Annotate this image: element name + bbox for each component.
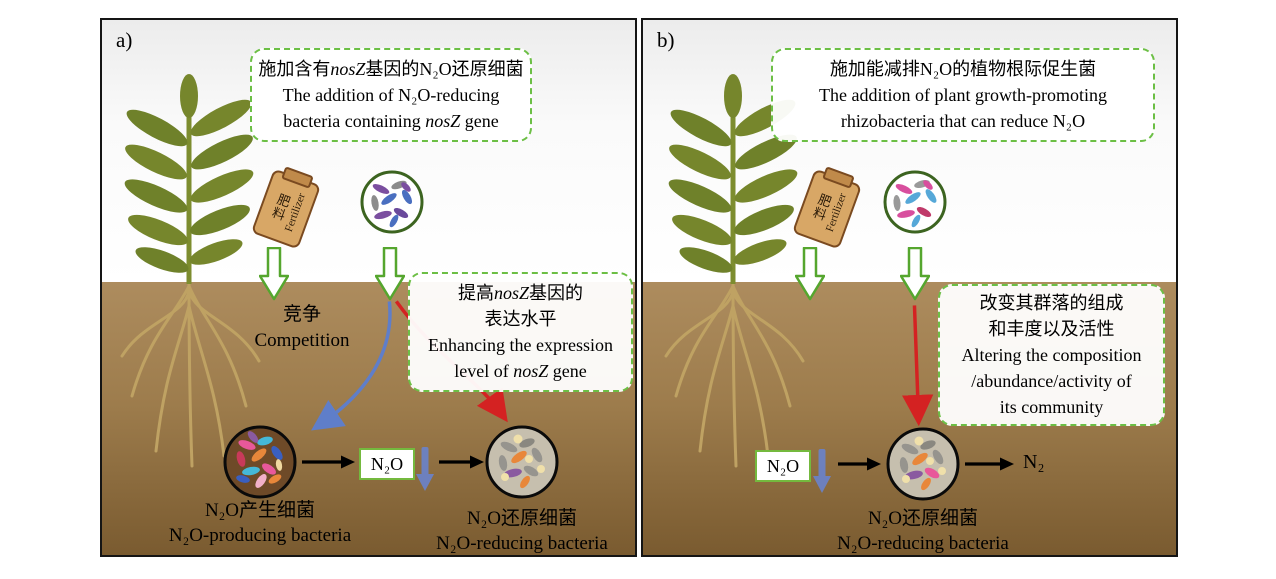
text-run: 施加含有: [258, 59, 331, 79]
annotation-line: The addition of N₂O-reducing: [282, 85, 500, 105]
annotation-line: 施加含有nosZ基因的N₂O还原细菌: [256, 56, 526, 82]
annotation-line: 改变其群落的组成: [979, 293, 1124, 313]
competition-label: 竞争 Competition: [232, 302, 372, 354]
right-arrow-icon: [302, 455, 355, 469]
text-run: 基因的N₂O还原细菌: [365, 59, 524, 79]
producing-label-zh: N₂O产生细菌: [204, 500, 316, 521]
reducing-bacteria-label: N₂O还原细菌 N₂O-reducing bacteria: [402, 506, 635, 555]
n2o-reducing-bacteria-icon: [485, 425, 559, 499]
down-arrow-icon: [795, 247, 825, 301]
n2o-label: N₂O: [766, 455, 800, 476]
annotation-line: /abundance/activity of: [971, 371, 1132, 391]
nosz-italic: nosZ: [493, 283, 529, 303]
n2o-molecule-box: N₂O: [755, 450, 811, 482]
text-run: bacteria containing: [283, 111, 426, 131]
panel-b-label: b): [657, 28, 675, 52]
nosz-italic: nosZ: [330, 59, 366, 79]
producing-bacteria-label: N₂O产生细菌 N₂O-producing bacteria: [140, 498, 380, 548]
blue-decrease-arrow-icon: [813, 449, 831, 493]
down-arrow-icon: [900, 247, 930, 301]
text-run: gene: [548, 361, 587, 381]
down-arrow-icon: [259, 247, 289, 301]
reducing-label-en: N₂O-reducing bacteria: [837, 533, 1009, 554]
nosz-italic: nosZ: [425, 111, 461, 131]
annotation-line: The addition of plant growth-promoting: [819, 85, 1107, 105]
annotation-box-community: 改变其群落的组成 和丰度以及活性 Altering the compositio…: [938, 284, 1165, 426]
added-bacteria-icon: [360, 170, 424, 234]
panel-a-label: a): [116, 28, 133, 52]
text-run: 基因的: [529, 283, 583, 303]
panel-b: b): [641, 18, 1178, 557]
n2o-producing-bacteria-icon: [223, 425, 297, 499]
annotation-line: 表达水平: [484, 309, 557, 329]
annotation-box-addition-a: 施加含有nosZ基因的N₂O还原细菌 The addition of N₂O-r…: [250, 48, 532, 142]
reducing-label-en: N₂O-reducing bacteria: [436, 533, 608, 554]
annotation-line: 提高nosZ基因的: [414, 280, 627, 306]
plant-illustration: [664, 74, 805, 468]
annotation-line: level of nosZ gene: [414, 358, 627, 384]
n2o-molecule-box: N₂O: [359, 448, 415, 480]
plant-leaves: [124, 74, 254, 273]
annotation-line: rhizobacteria that can reduce N₂O: [840, 111, 1086, 131]
reducing-bacteria-label: N₂O还原细菌 N₂O-reducing bacteria: [803, 506, 1043, 555]
n2o-reducing-bacteria-icon: [886, 427, 960, 501]
plant-roots: [120, 279, 261, 468]
producing-label-en: N₂O-producing bacteria: [168, 525, 352, 546]
annotation-box-expression: 提高nosZ基因的 表达水平 Enhancing the expression …: [408, 272, 633, 392]
right-arrow-icon: [439, 455, 484, 469]
down-arrow-icon: [375, 247, 405, 301]
annotation-box-addition-b: 施加能减排N₂O的植物根际促生菌 The addition of plant g…: [771, 48, 1155, 142]
right-arrow-icon: [965, 457, 1014, 471]
added-bacteria-icon: [883, 170, 947, 234]
text-run: 提高: [457, 283, 494, 303]
competition-zh: 竞争: [282, 304, 321, 325]
n2-label: N₂: [1023, 451, 1045, 473]
right-arrow-icon: [838, 457, 881, 471]
text-run: level of: [454, 361, 514, 381]
blue-decrease-arrow-icon: [416, 447, 434, 491]
annotation-line: bacteria containing nosZ gene: [256, 108, 526, 134]
plant-roots: [664, 279, 805, 468]
nosz-italic: nosZ: [513, 361, 549, 381]
reducing-label-zh: N₂O还原细菌: [466, 508, 578, 529]
annotation-line: 和丰度以及活性: [988, 319, 1115, 339]
competition-en: Competition: [254, 330, 350, 351]
n2o-label: N₂O: [370, 453, 404, 474]
annotation-line: 施加能减排N₂O的植物根际促生菌: [829, 59, 1097, 79]
text-run: gene: [460, 111, 499, 131]
annotation-line: Enhancing the expression: [428, 335, 613, 355]
plant-illustration: [120, 74, 261, 468]
annotation-line: its community: [999, 397, 1104, 417]
reducing-label-zh: N₂O还原细菌: [867, 508, 979, 529]
panel-a: a): [100, 18, 637, 557]
annotation-line: Altering the composition: [961, 345, 1142, 365]
